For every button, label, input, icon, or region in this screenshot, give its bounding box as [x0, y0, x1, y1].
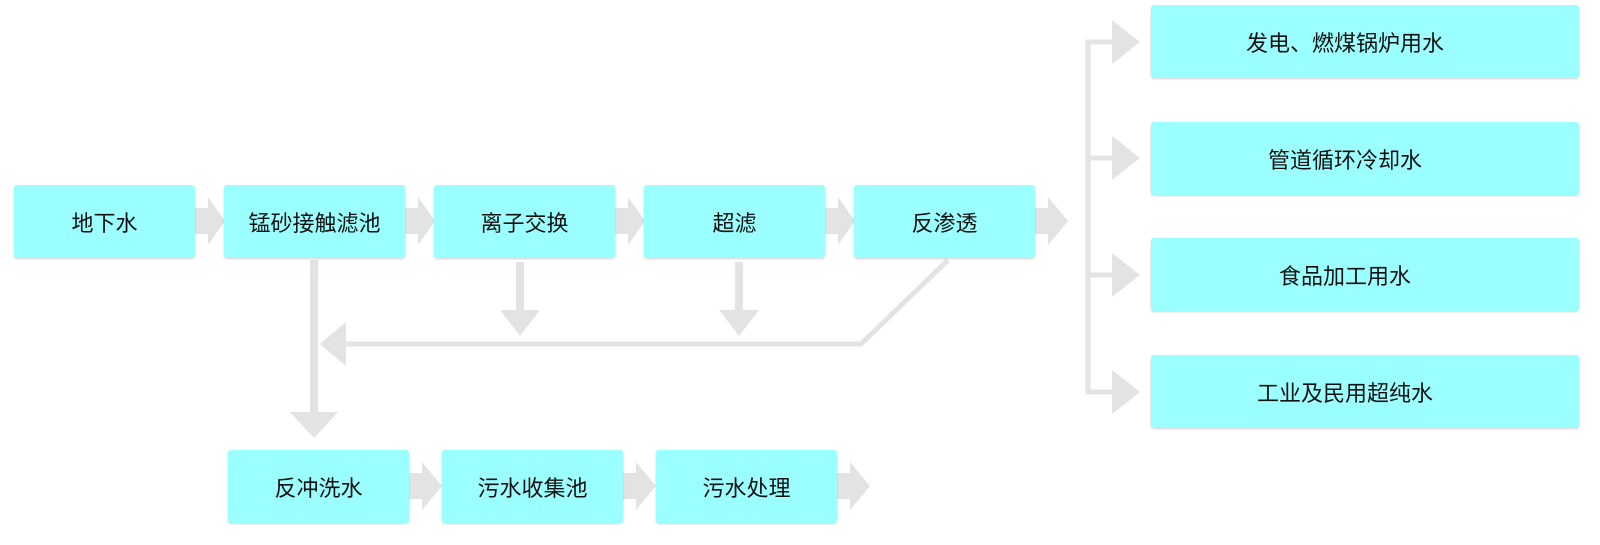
- arrow-manganese-to-ion: [405, 197, 435, 245]
- arrow-ion-to-uf: [615, 197, 645, 245]
- arrow-out4-head: [1112, 370, 1140, 414]
- arrow-out3-head: [1112, 253, 1140, 297]
- return-line: [341, 258, 950, 347]
- arrow-out1-head: [1112, 20, 1140, 64]
- node-manganese-filter: 锰砂接触滤池: [224, 185, 405, 258]
- node-backwash: 反冲洗水: [228, 450, 409, 523]
- arrow-groundwater-to-manganese: [195, 197, 225, 245]
- arrow-ion-down: [500, 262, 540, 336]
- node-label: 锰砂接触滤池: [248, 211, 381, 237]
- output-food-processing-water: 食品加工用水: [1151, 238, 1579, 311]
- arrow-manganese-down: [290, 260, 338, 438]
- arrow-treat-out: [837, 462, 870, 510]
- node-label: 离子交换: [480, 211, 569, 237]
- node-reverse-osmosis: 反渗透: [854, 185, 1035, 258]
- node-label: 地下水: [71, 211, 138, 237]
- arrow-return-head: [320, 322, 346, 366]
- node-label: 反冲洗水: [274, 476, 363, 502]
- arrow-backwash-to-sewage: [409, 462, 442, 510]
- arrow-uf-down: [719, 262, 759, 336]
- node-sewage-treatment: 污水处理: [656, 450, 837, 523]
- output-power-boiler-water: 发电、燃煤锅炉用水: [1151, 5, 1579, 78]
- arrow-uf-to-ro: [825, 197, 855, 245]
- output-cooling-water: 管道循环冷却水: [1151, 122, 1579, 195]
- output-ultrapure-water: 工业及民用超纯水: [1151, 355, 1579, 428]
- node-label: 污水处理: [702, 476, 791, 502]
- output-label: 食品加工用水: [1278, 264, 1411, 290]
- node-ion-exchange: 离子交换: [434, 185, 615, 258]
- output-label: 发电、燃煤锅炉用水: [1245, 31, 1444, 57]
- node-ultrafiltration: 超滤: [644, 185, 825, 258]
- arrow-out2-head: [1112, 136, 1140, 180]
- output-label: 管道循环冷却水: [1267, 148, 1422, 174]
- arrow-ro-out: [1035, 197, 1068, 245]
- node-label: 超滤: [712, 211, 757, 237]
- node-groundwater: 地下水: [14, 185, 195, 258]
- output-label: 工业及民用超纯水: [1256, 381, 1433, 407]
- node-label: 反渗透: [911, 211, 978, 237]
- node-label: 污水收集池: [477, 476, 588, 502]
- arrow-sewage-to-treat: [623, 462, 656, 510]
- node-sewage-pool: 污水收集池: [442, 450, 623, 523]
